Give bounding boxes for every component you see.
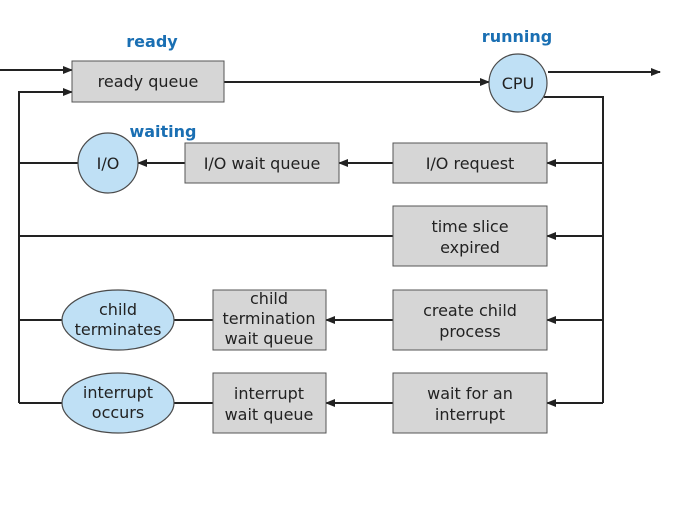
io-wait-queue-box (184, 142, 340, 184)
child-terminates-label-line1: child (99, 300, 137, 319)
child-terminates-ellipse (61, 289, 175, 351)
io-device-circle (77, 132, 139, 194)
ready-queue-label: ready queue (98, 72, 199, 91)
cpu-circle (488, 53, 548, 113)
interrupt-wait-queue-label-line2: wait queue (225, 405, 314, 424)
interrupt-occurs-label-line2: occurs (92, 403, 144, 422)
wait-interrupt-box (392, 372, 548, 434)
interrupt-occurs-ellipse (61, 372, 175, 434)
cpu-label: CPU (502, 74, 535, 93)
interrupt-wait-queue-box (212, 372, 327, 434)
child-terminates-label-line2: terminates (75, 320, 162, 339)
wait-interrupt-label-line1: wait for an (427, 384, 513, 403)
connector-lines (0, 66, 661, 407)
child-termination-label-line1: child (250, 289, 288, 308)
create-child-label-line2: process (439, 322, 500, 341)
state-label-running: running (482, 27, 552, 46)
return-to-ready-line (18, 88, 73, 403)
state-label-ready: ready (126, 32, 178, 51)
child-termination-queue-box (212, 289, 327, 351)
ready-queue-box (71, 60, 225, 103)
child-termination-label-line2: termination (222, 309, 315, 328)
io-wait-queue-label: I/O wait queue (204, 154, 321, 173)
io-request-box (392, 142, 548, 184)
cpu-feedback-line (544, 96, 604, 403)
time-slice-box (392, 205, 548, 267)
wait-interrupt-label-line2: interrupt (435, 405, 505, 424)
io-request-label: I/O request (426, 154, 515, 173)
time-slice-label-line2: expired (440, 238, 500, 257)
create-child-label-line1: create child (423, 301, 517, 320)
interrupt-occurs-label-line1: interrupt (83, 383, 153, 402)
create-child-box (392, 289, 548, 351)
state-label-waiting: waiting (129, 122, 196, 141)
io-device-label: I/O (97, 154, 120, 173)
time-slice-label-line1: time slice (431, 217, 508, 236)
child-termination-label-line3: wait queue (225, 329, 314, 348)
interrupt-wait-queue-label-line1: interrupt (234, 384, 304, 403)
